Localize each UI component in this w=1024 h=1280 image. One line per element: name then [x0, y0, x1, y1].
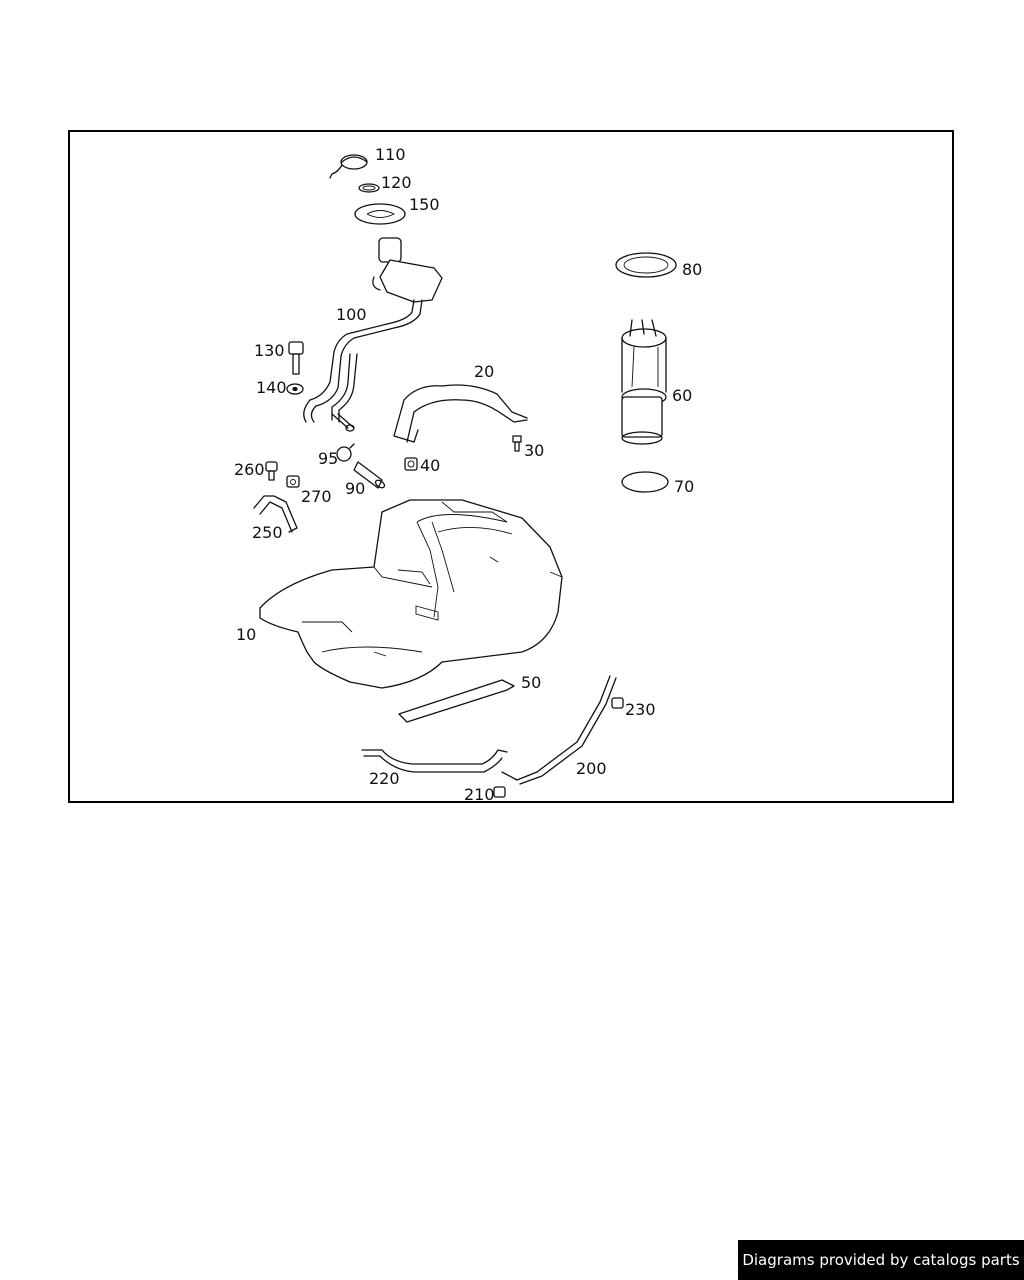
diagram-credit-badge: Diagrams provided by catalogs parts [738, 1240, 1024, 1280]
part-40-nut[interactable] [404, 457, 418, 471]
callout-70: 70 [674, 477, 694, 496]
part-210-nut[interactable] [493, 786, 506, 798]
callout-150: 150 [409, 195, 440, 214]
callout-60: 60 [672, 386, 692, 405]
part-95-clamp[interactable] [336, 443, 355, 462]
part-30-screw[interactable] [512, 435, 522, 452]
callout-270: 270 [301, 487, 332, 506]
part-80-lock-ring[interactable] [615, 252, 677, 278]
callout-30: 30 [524, 441, 544, 460]
part-270-nut[interactable] [286, 475, 300, 488]
part-90-hose[interactable] [353, 461, 386, 489]
callout-230: 230 [625, 700, 656, 719]
diagram-credit-text: Diagrams provided by catalogs parts [742, 1251, 1020, 1269]
part-230-nut[interactable] [611, 697, 624, 709]
part-110-fuel-cap[interactable] [329, 154, 368, 179]
callout-260: 260 [234, 460, 265, 479]
part-50-strap[interactable] [398, 679, 515, 723]
part-220-strap[interactable] [361, 749, 508, 773]
diagram-frame: 110 120 150 100 130 140 20 30 95 40 90 2… [68, 130, 954, 804]
callout-210: 210 [464, 785, 495, 804]
callout-80: 80 [682, 260, 702, 279]
part-120-seal-ring[interactable] [358, 183, 380, 193]
part-70-o-ring[interactable] [621, 471, 669, 493]
callout-90: 90 [345, 479, 365, 498]
callout-140: 140 [256, 378, 287, 397]
callout-250: 250 [252, 523, 283, 542]
callout-95: 95 [318, 449, 338, 468]
callout-40: 40 [420, 456, 440, 475]
callout-220: 220 [369, 769, 400, 788]
part-10-fuel-tank[interactable] [259, 499, 563, 689]
part-100-filler-neck[interactable] [303, 237, 443, 432]
callout-20: 20 [474, 362, 494, 381]
exploded-parts-diagram: 110 120 150 100 130 140 20 30 95 40 90 2… [234, 145, 702, 804]
part-60-fuel-pump[interactable] [621, 319, 667, 445]
callout-50: 50 [521, 673, 541, 692]
part-150-gasket-plate[interactable] [354, 203, 406, 225]
part-200-strap[interactable] [501, 675, 617, 785]
part-250-bracket[interactable] [253, 495, 298, 533]
callout-130: 130 [254, 341, 285, 360]
callout-10: 10 [236, 625, 256, 644]
callout-200: 200 [576, 759, 607, 778]
callout-100: 100 [336, 305, 367, 324]
callout-110: 110 [375, 145, 406, 164]
part-260-bolt[interactable] [265, 461, 278, 481]
part-20-bracket[interactable] [393, 384, 528, 443]
part-140-washer[interactable] [286, 383, 304, 395]
callout-120: 120 [381, 173, 412, 192]
part-130-bolt[interactable] [288, 341, 304, 375]
